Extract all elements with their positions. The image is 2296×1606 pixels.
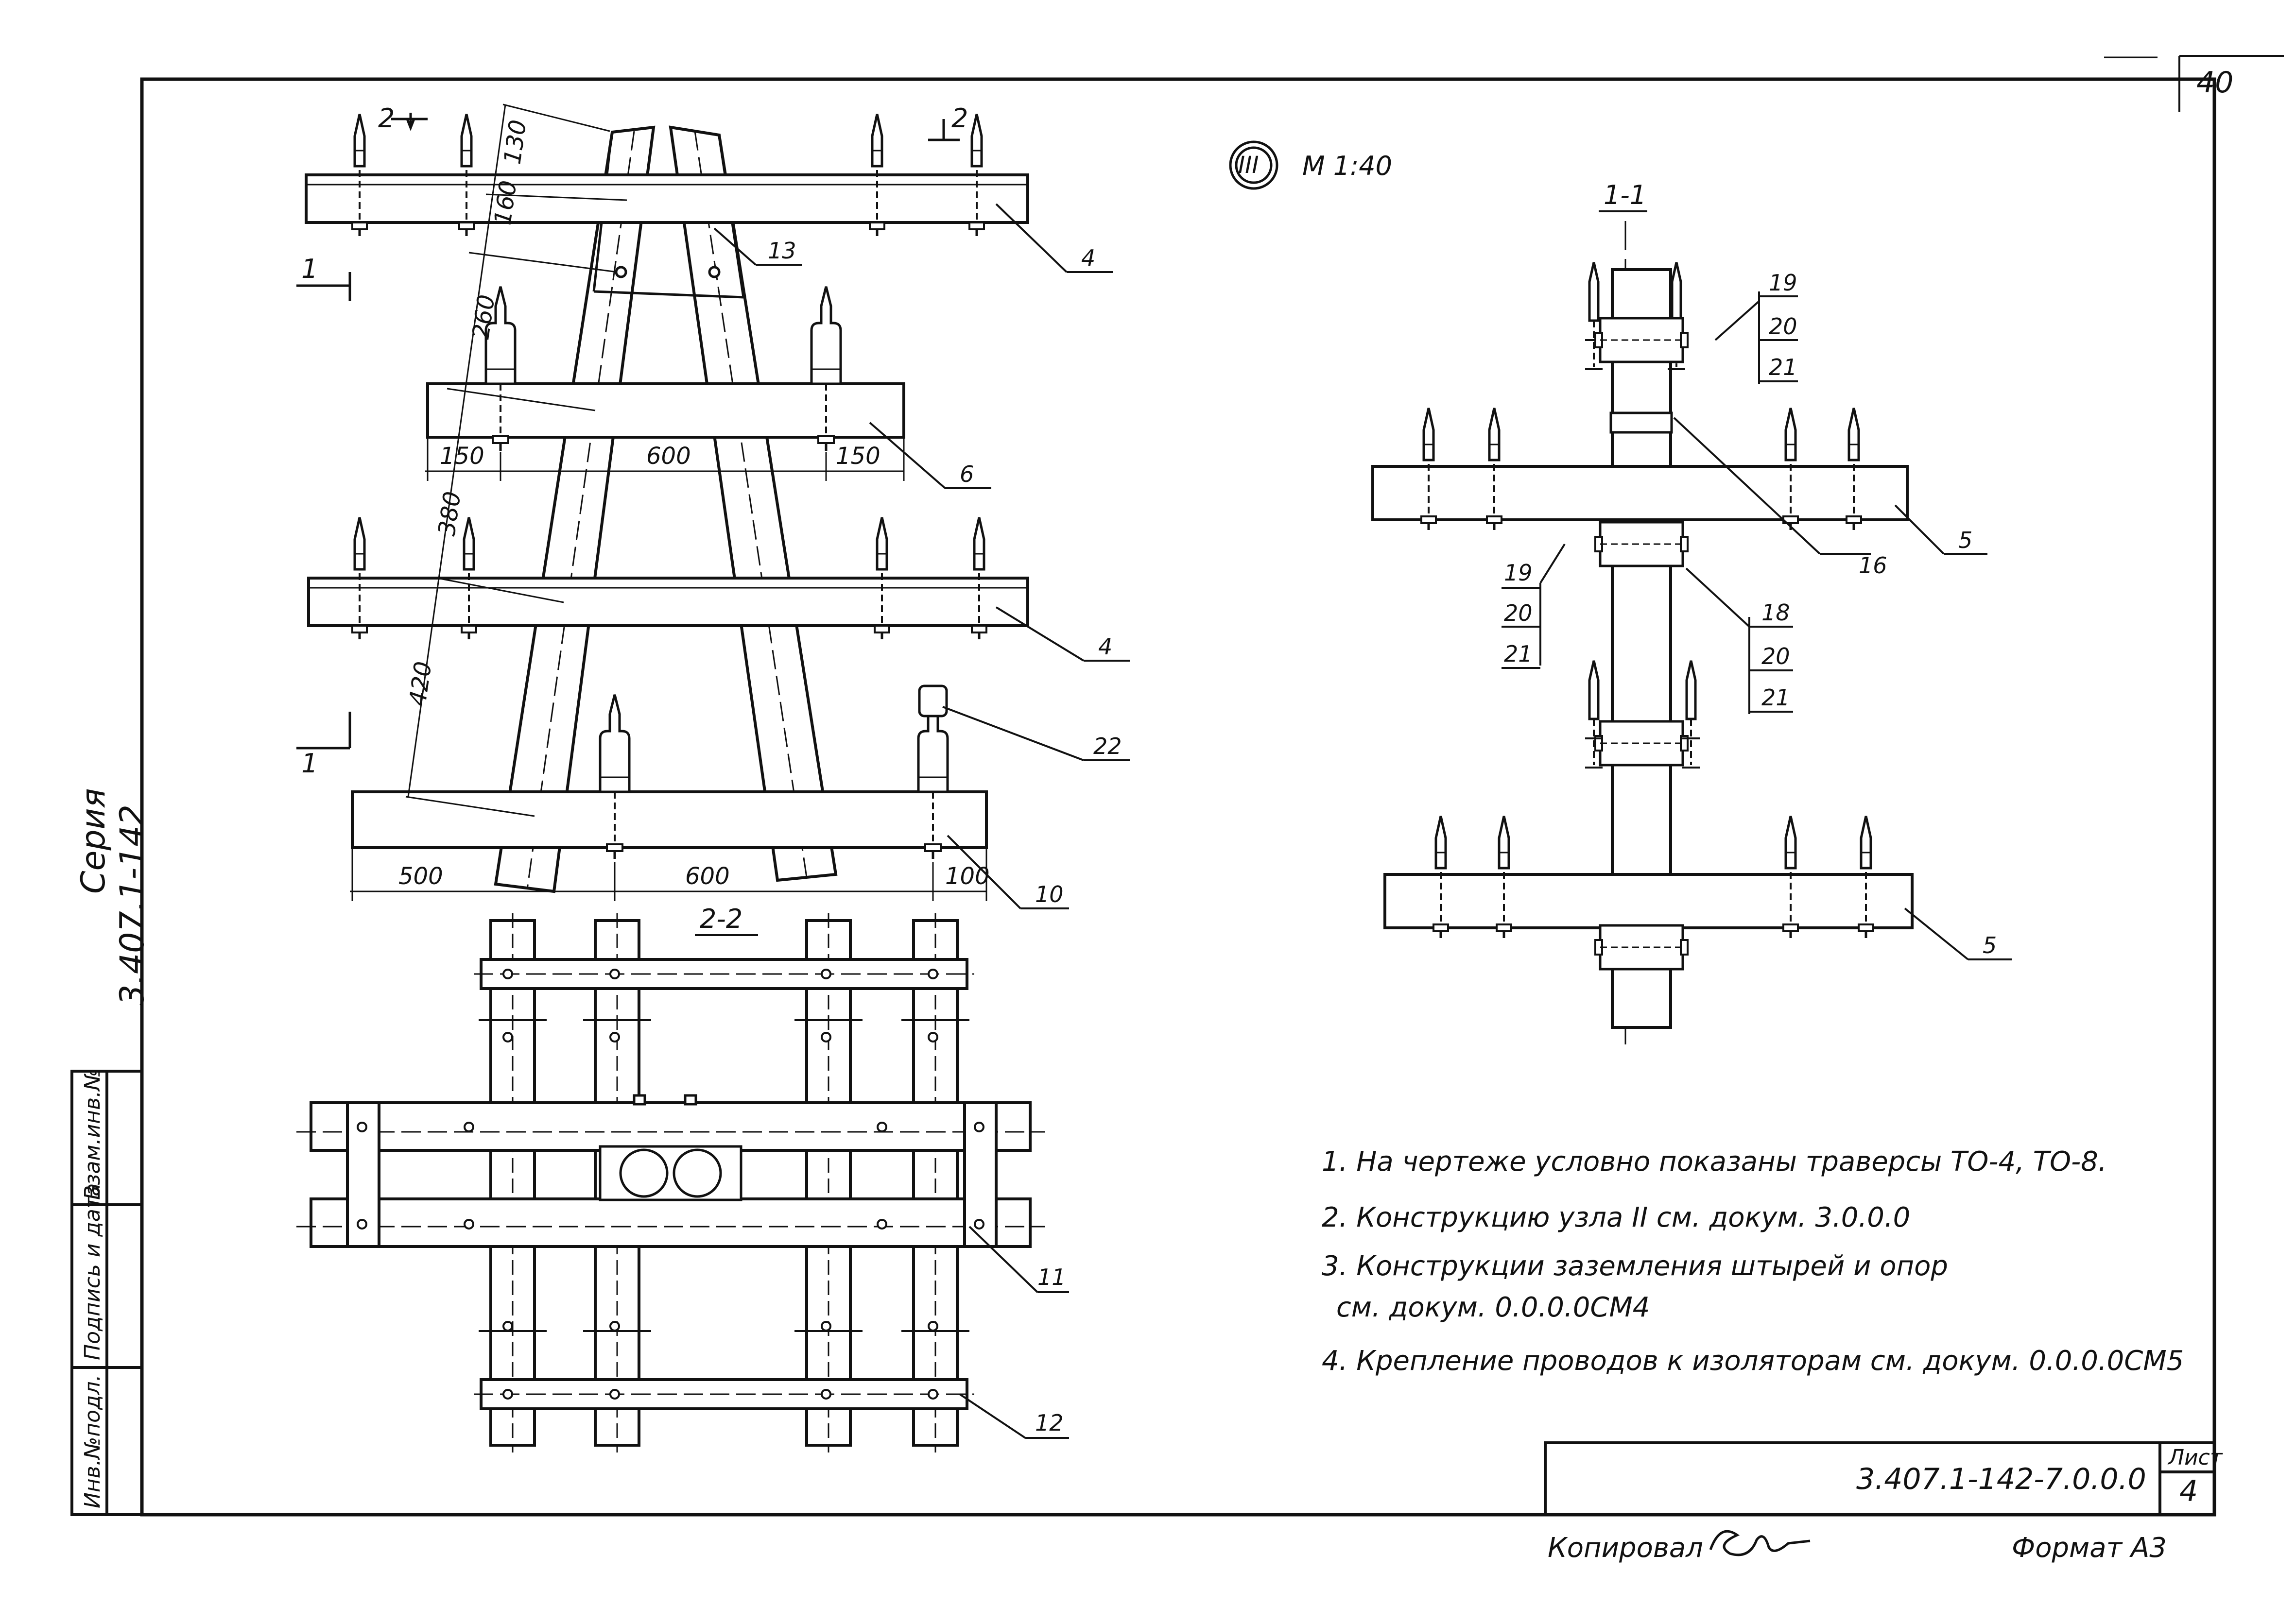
document-number: 3.407.1-142-7.0.0.0 bbox=[1856, 1462, 2146, 1496]
section-2-right-label: 2 bbox=[951, 103, 968, 134]
page-corner-number: 40 bbox=[2196, 66, 2233, 100]
leaders-section bbox=[1502, 291, 2012, 960]
note-2: 2. Конструкцию узла II см. докум. 3.0.0.… bbox=[1322, 1202, 1910, 1233]
series-word: Серия bbox=[74, 788, 113, 894]
callout-21-top: 21 bbox=[1769, 354, 1797, 380]
callout-18: 18 bbox=[1761, 599, 1790, 626]
section-mark-2-left bbox=[391, 113, 428, 131]
front-view: 2 2 1 1 bbox=[296, 103, 1130, 909]
section-mark-2-right bbox=[928, 119, 960, 141]
callout-20-top: 20 bbox=[1769, 313, 1797, 340]
callout-12: 12 bbox=[1035, 1410, 1064, 1436]
callout-20-right: 20 bbox=[1761, 643, 1790, 669]
plan-ticks bbox=[479, 1019, 969, 1332]
section-marks-1 bbox=[296, 272, 351, 750]
dim-160: 160 bbox=[489, 179, 522, 227]
callout-19-top: 19 bbox=[1769, 270, 1797, 296]
crossarm-6 bbox=[426, 287, 905, 451]
section-crossarm-5-top bbox=[1371, 408, 1909, 530]
note-4: 4. Крепление проводов к изоляторам см. д… bbox=[1322, 1345, 2184, 1377]
dim-500: 500 bbox=[398, 863, 443, 890]
plan-view-title: 2-2 bbox=[700, 904, 742, 934]
insulator-22 bbox=[918, 684, 948, 718]
stamp-signature-date: Подпись и дата bbox=[80, 1183, 105, 1360]
dim-260: 260 bbox=[467, 293, 500, 341]
sheet-frame bbox=[140, 55, 2284, 1517]
crossarm-10 bbox=[351, 684, 988, 859]
node-mark bbox=[1229, 140, 1278, 190]
callout-5-top: 5 bbox=[1958, 527, 1972, 553]
dim-600-bottom: 600 bbox=[685, 863, 730, 890]
dimension-lines bbox=[350, 103, 987, 901]
leaders-front bbox=[713, 203, 1130, 909]
callout-6: 6 bbox=[960, 461, 974, 487]
stamp-replacement-inv: Взам.инв.№ bbox=[80, 1068, 105, 1200]
node-number: III bbox=[1238, 152, 1259, 179]
title-block bbox=[1544, 1441, 2216, 1516]
dim-380: 380 bbox=[433, 490, 466, 538]
section-crossarm-5-bottom bbox=[1383, 816, 1914, 938]
callout-11: 11 bbox=[1037, 1264, 1066, 1290]
copier-signature bbox=[1709, 1530, 1811, 1556]
dim-100: 100 bbox=[945, 863, 990, 890]
series-label: Серия 3.407.1-142 bbox=[74, 788, 152, 1006]
callout-19-left: 19 bbox=[1504, 560, 1533, 586]
callout-16: 16 bbox=[1859, 552, 1887, 579]
callout-20-left: 20 bbox=[1504, 600, 1533, 626]
section-1-top-label: 1 bbox=[301, 254, 318, 284]
format-label: Формат А3 bbox=[2012, 1532, 2167, 1564]
section-2-left-label: 2 bbox=[378, 103, 395, 134]
note-3-continued: см. докум. 0.0.0.0СМ4 bbox=[1336, 1292, 1650, 1323]
callout-21-right: 21 bbox=[1761, 684, 1790, 711]
pin-cap bbox=[1609, 411, 1673, 434]
notes: 1. На чертеже условно показаны траверсы … bbox=[1322, 1146, 2184, 1377]
plan-bolts bbox=[357, 969, 984, 1400]
callout-21-left: 21 bbox=[1504, 641, 1533, 667]
list-label: Лист bbox=[2167, 1445, 2223, 1470]
callout-22: 22 bbox=[1093, 733, 1122, 759]
list-number: 4 bbox=[2179, 1474, 2198, 1508]
dim-600-top: 600 bbox=[646, 443, 691, 470]
left-stamp bbox=[70, 1070, 143, 1516]
dim-420: 420 bbox=[404, 660, 437, 708]
section-view: III М 1:40 1-1 bbox=[1229, 140, 2012, 1044]
dim-150-right: 150 bbox=[836, 443, 880, 470]
note-1: 1. На чертеже условно показаны траверсы … bbox=[1322, 1146, 2107, 1178]
copied-by: Копировал bbox=[1548, 1532, 1703, 1564]
crossarm-4-middle bbox=[307, 517, 1029, 639]
crossarm-4-top bbox=[305, 114, 1029, 236]
scale-text: М 1:40 bbox=[1302, 151, 1392, 181]
leaders-plan bbox=[959, 1226, 1069, 1439]
series-number: 3.407.1-142 bbox=[113, 804, 152, 1006]
note-3: 3. Конструкции заземления штырей и опор bbox=[1322, 1250, 1948, 1282]
dim-130: 130 bbox=[499, 118, 532, 166]
callout-13: 13 bbox=[768, 238, 796, 264]
section-1-bottom-label: 1 bbox=[301, 748, 318, 779]
callout-5-bottom: 5 bbox=[1983, 932, 1997, 958]
dim-150-left: 150 bbox=[440, 443, 484, 470]
plan-view: 2-2 bbox=[296, 904, 1069, 1452]
callout-4-middle: 4 bbox=[1098, 633, 1112, 660]
plan-crossbar-axes bbox=[296, 973, 1045, 1395]
callout-4-top: 4 bbox=[1081, 245, 1095, 271]
stamp-inv-number: Инв.№подл. bbox=[80, 1374, 105, 1508]
plan-clamp bbox=[599, 1094, 742, 1201]
callout-10: 10 bbox=[1035, 881, 1064, 907]
section-view-title: 1-1 bbox=[1604, 180, 1646, 210]
